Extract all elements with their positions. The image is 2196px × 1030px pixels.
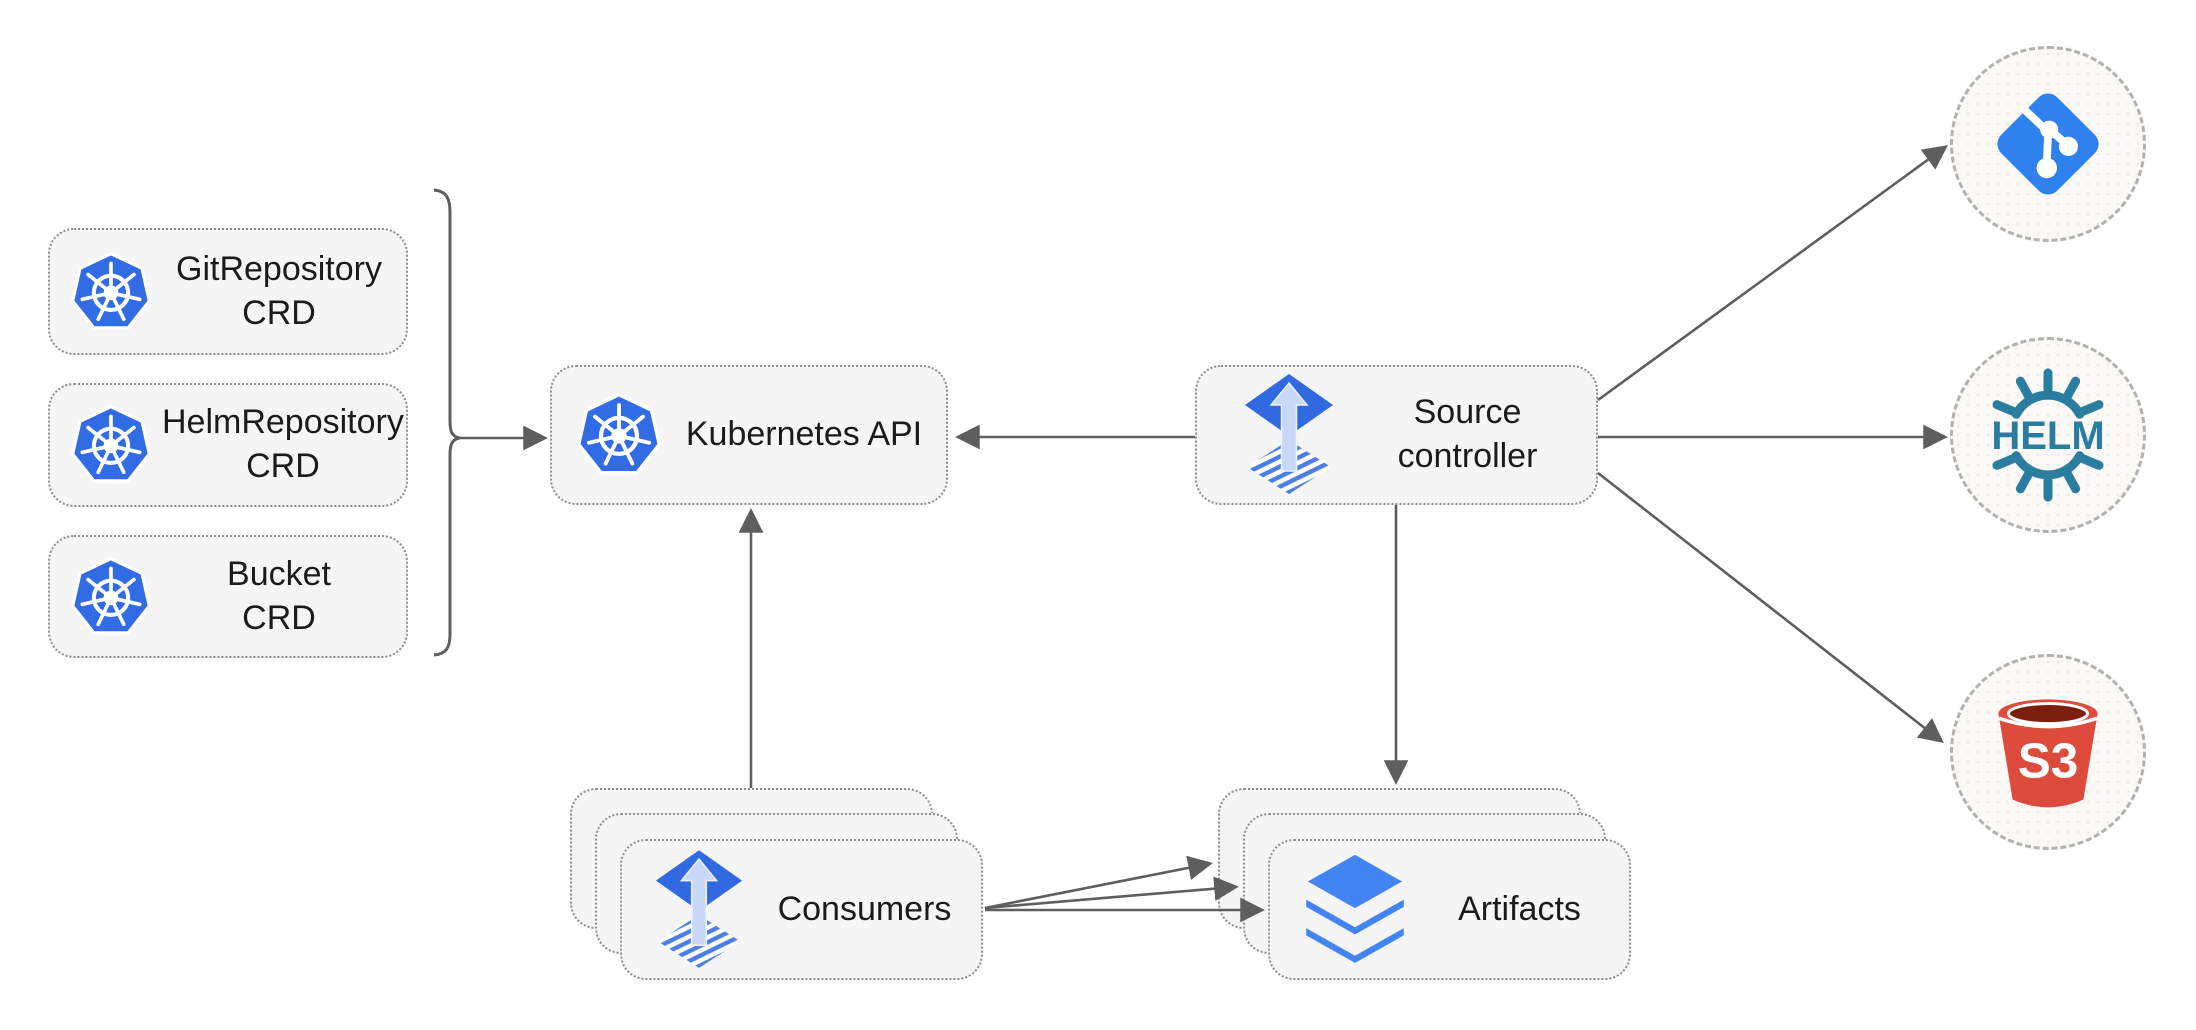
s3-bucket-icon: S3 — [1989, 690, 2107, 815]
source-controller-to-git-arrow — [1597, 145, 1948, 402]
consumers-label: Consumers — [777, 889, 952, 928]
flux-icon — [650, 849, 748, 970]
source-controller-to-s3-arrow — [1597, 471, 1944, 744]
node-source-controller: Source controller — [1195, 365, 1598, 505]
node-helmrepository-crd: HelmRepository CRD — [48, 383, 408, 507]
node-consumers: Consumers — [620, 839, 983, 980]
external-s3-circle: S3 — [1950, 654, 2146, 850]
node-gitrepository-crd: GitRepository CRD — [48, 228, 408, 355]
kubernetes-icon — [576, 393, 662, 477]
helm-icon: HELM — [1979, 366, 2117, 504]
kubernetes-icon — [70, 556, 152, 637]
bucket-crd-label: Bucket CRD — [227, 554, 331, 637]
s3-logo-text: S3 — [2018, 733, 2079, 788]
source-controller-label: Source controller — [1397, 393, 1538, 475]
node-kubernetes-api: Kubernetes API — [550, 365, 948, 505]
consumers-to-artifacts-arrow-1 — [984, 855, 1213, 910]
git-icon — [1988, 84, 2108, 204]
helmrepository-crd-label: HelmRepository CRD — [162, 403, 404, 485]
external-helm-circle: HELM — [1950, 337, 2146, 533]
kubernetes-icon — [70, 251, 152, 332]
helm-logo-text: HELM — [1991, 414, 2104, 458]
gitrepository-crd-label: GitRepository CRD — [176, 249, 382, 332]
node-artifacts: Artifacts — [1268, 839, 1631, 980]
consumers-to-artifacts-arrow-2 — [984, 876, 1239, 910]
kubernetes-api-label: Kubernetes API — [685, 415, 923, 454]
layers-icon — [1300, 852, 1410, 967]
external-git-circle — [1950, 46, 2146, 242]
flux-icon — [1239, 374, 1339, 496]
kubernetes-icon — [70, 405, 152, 485]
artifacts-label: Artifacts — [1458, 889, 1581, 928]
node-bucket-crd: Bucket CRD — [48, 535, 408, 658]
crds-bracket — [433, 188, 465, 657]
